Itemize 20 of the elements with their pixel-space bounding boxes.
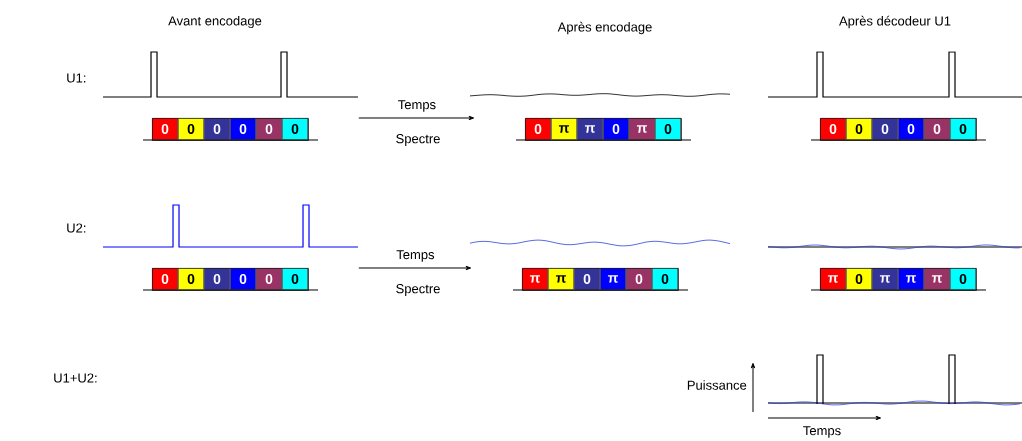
column-heading: Après encodage bbox=[557, 21, 652, 35]
column-heading: Avant encodage bbox=[168, 15, 262, 29]
row-label: U1: bbox=[67, 73, 86, 83]
edge-label: Temps bbox=[396, 99, 438, 113]
arrow bbox=[358, 115, 475, 121]
axis-label: Temps bbox=[803, 426, 841, 438]
edge-label: Temps bbox=[395, 249, 436, 263]
axis-label: Puissance bbox=[687, 380, 747, 390]
code-bar: 0 π π 0 π 0 bbox=[525, 118, 682, 141]
arrow bbox=[358, 265, 472, 271]
row-label: U2: bbox=[67, 223, 86, 233]
code-bar: π 0 π π π 0 bbox=[820, 268, 977, 291]
arrow-label: Spectre bbox=[396, 134, 440, 146]
code-bar: 0 0 0 0 0 0 bbox=[152, 268, 309, 291]
arrow-label: Spectre bbox=[396, 284, 440, 296]
column-heading: Après décodeur U1 bbox=[839, 15, 951, 29]
code-bar: π π 0 π 0 0 bbox=[522, 268, 679, 291]
code-bar: 0 0 0 0 0 0 bbox=[152, 118, 309, 141]
row-label: U1+U2: bbox=[54, 373, 97, 383]
code-bar: 0 0 0 0 0 0 bbox=[820, 118, 977, 141]
